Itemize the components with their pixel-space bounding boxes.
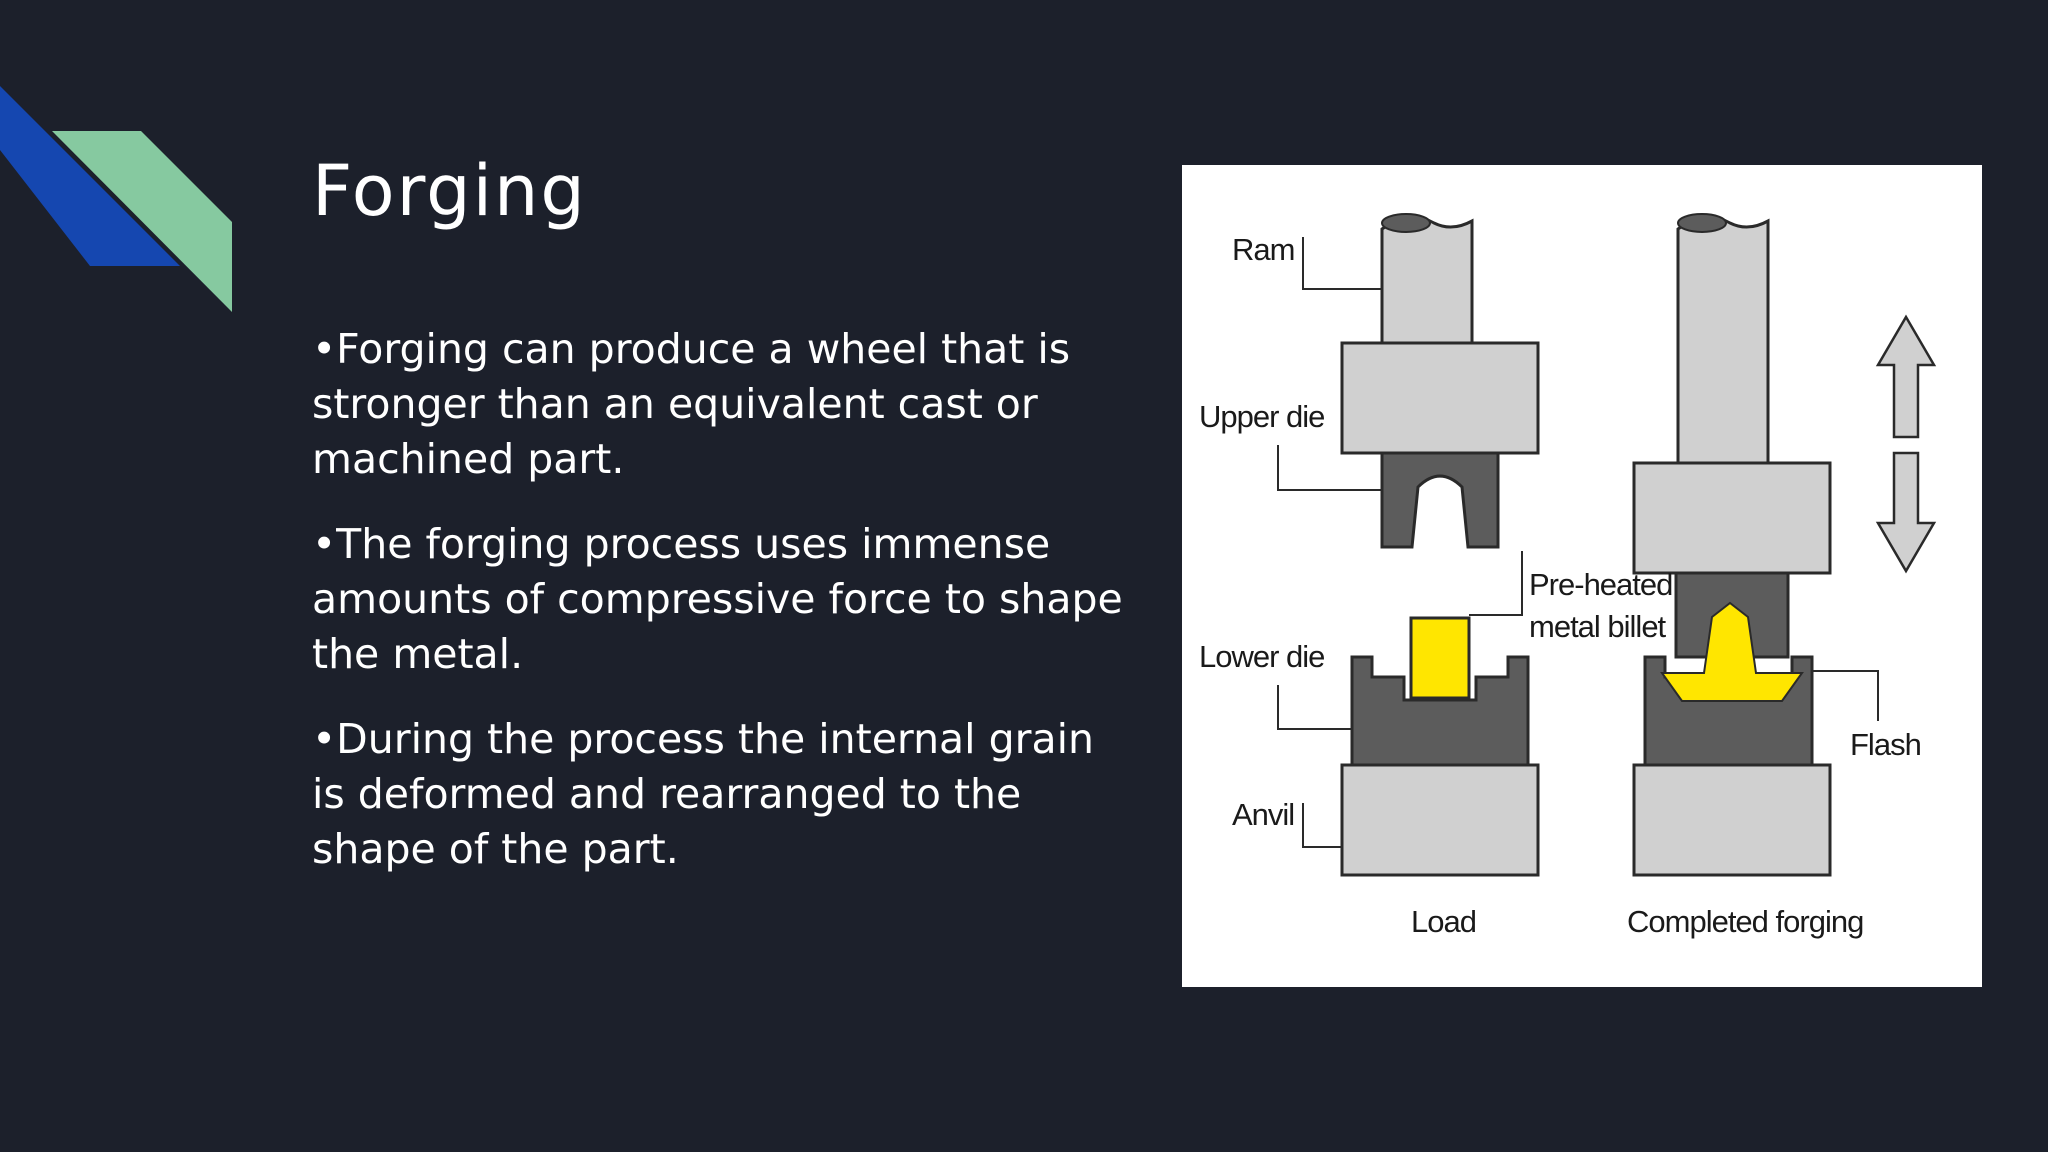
label-completed-forging: Completed forging bbox=[1627, 904, 1863, 939]
anvil-right bbox=[1632, 763, 1832, 877]
leader-ram bbox=[1302, 237, 1382, 290]
label-load: Load bbox=[1411, 904, 1476, 939]
decor-green-stripe bbox=[52, 131, 232, 312]
up-arrow-shape bbox=[1875, 314, 1937, 439]
ram-top-left bbox=[1381, 213, 1431, 233]
leader-billet bbox=[1469, 551, 1523, 616]
label-flash: Flash bbox=[1850, 727, 1921, 762]
forged-part-right bbox=[1660, 601, 1804, 702]
down-arrow-shape bbox=[1875, 451, 1937, 574]
leader-flash bbox=[1812, 670, 1879, 721]
ram-top-right bbox=[1677, 213, 1727, 233]
upper-die-punch-left bbox=[1380, 451, 1500, 549]
slide-title: Forging bbox=[312, 150, 587, 232]
forging-diagram: Ram Upper die Pre-heated metal billet Lo… bbox=[1182, 165, 1982, 987]
billet-left bbox=[1409, 616, 1471, 700]
label-ram: Ram bbox=[1232, 232, 1294, 267]
ram-shaft-right bbox=[1676, 215, 1770, 465]
corner-decoration bbox=[0, 86, 232, 312]
upper-die-block-left bbox=[1340, 341, 1540, 455]
bullet-list: •Forging can produce a wheel that is str… bbox=[312, 322, 1132, 907]
decor-blue-stripe bbox=[0, 86, 180, 266]
upper-die-block-right bbox=[1632, 461, 1832, 575]
leader-lower-die bbox=[1277, 685, 1352, 730]
ram-shaft-left bbox=[1380, 215, 1474, 345]
label-anvil: Anvil bbox=[1232, 797, 1294, 832]
anvil-left bbox=[1340, 763, 1540, 877]
label-upper-die: Upper die bbox=[1199, 399, 1324, 434]
label-lower-die: Lower die bbox=[1199, 639, 1324, 674]
bullet-item: •The forging process uses immense amount… bbox=[312, 520, 1123, 678]
label-billet-line2: metal billet bbox=[1529, 609, 1667, 644]
bullet-item: •Forging can produce a wheel that is str… bbox=[312, 325, 1071, 483]
label-billet-line1: Pre-heated bbox=[1529, 567, 1672, 602]
leader-upper-die bbox=[1277, 445, 1382, 491]
bullet-item: •During the process the internal grain i… bbox=[312, 715, 1094, 873]
lower-die-left bbox=[1350, 655, 1530, 767]
leader-anvil bbox=[1302, 803, 1342, 848]
